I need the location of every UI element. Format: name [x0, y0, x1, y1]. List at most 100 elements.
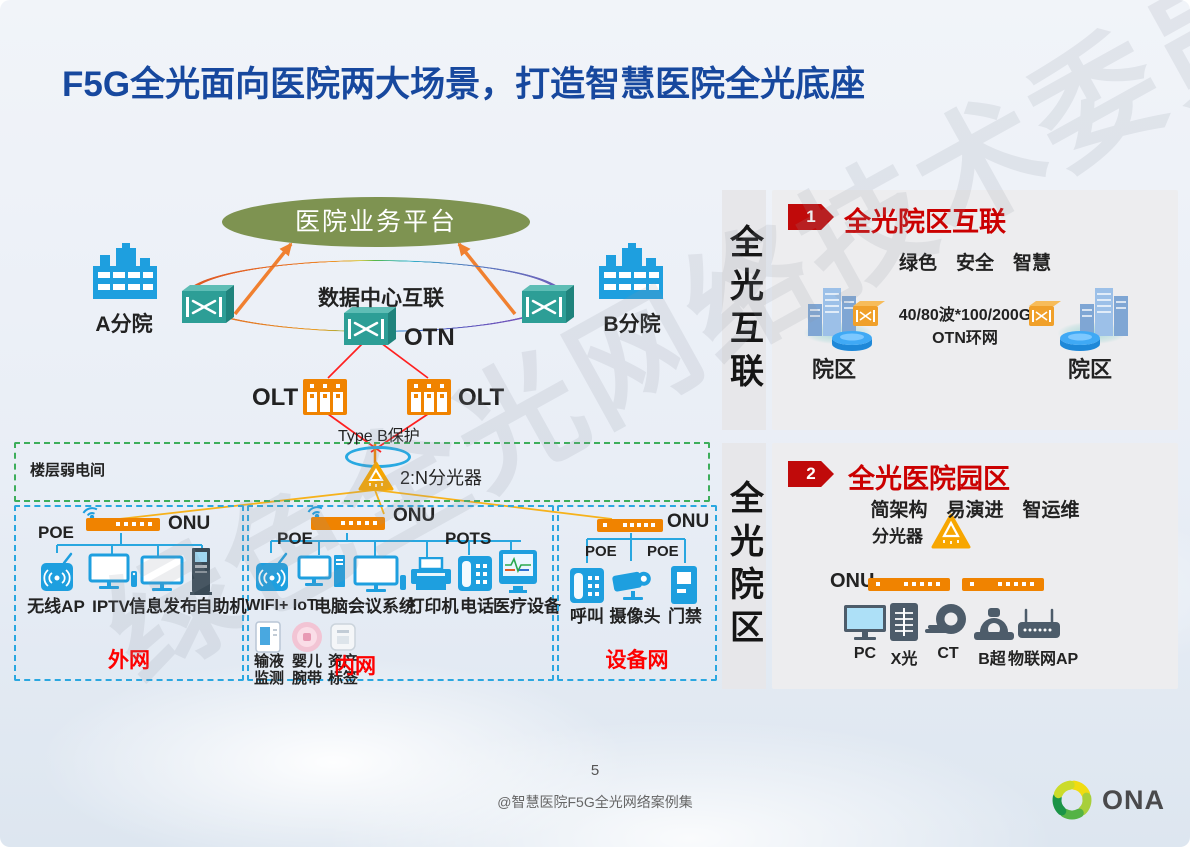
- printer-icon: [411, 557, 451, 590]
- otn-box-icon: [853, 301, 885, 326]
- otn-node-icon: [522, 285, 574, 323]
- panel-interconnect-title: 全光院区互联: [844, 207, 1006, 237]
- panel-interconnect-side-bar: 全光互联: [722, 190, 766, 430]
- poe-label: POE: [647, 543, 679, 560]
- campus-building-icon: [1080, 288, 1128, 336]
- pots-label: POTS: [445, 529, 492, 548]
- pc-icon: [844, 605, 886, 640]
- telephone-icon: [458, 556, 492, 591]
- page-title: F5G全光面向医院两大场景，打造智慧医院全光底座: [62, 65, 866, 104]
- device-label: 会议系统: [348, 597, 416, 616]
- ona-logo: ONA: [1050, 778, 1165, 822]
- call-phone-icon: [570, 568, 604, 603]
- ring-text-2: OTN环网: [932, 330, 998, 347]
- onu-label-small: ONU: [830, 570, 875, 592]
- panel-campus-side-label: 全光院区: [724, 480, 763, 652]
- wifi-iot-ap-icon: [256, 552, 288, 591]
- onu-label: ONU: [667, 511, 710, 532]
- device-label: 电脑: [314, 597, 348, 616]
- ct-scanner-icon: [925, 604, 966, 634]
- floor-room-box: [14, 442, 710, 502]
- iot-ap-icon: [1018, 608, 1060, 638]
- otn-box-icon: [1029, 301, 1061, 326]
- asset-tag-icon: [330, 623, 356, 651]
- splitter-label: 2:N分光器: [400, 468, 483, 488]
- dci-label: 数据中心互联: [318, 287, 444, 310]
- conference-system-icon: [353, 555, 406, 592]
- device-label: X光: [890, 651, 918, 668]
- campus-left-label: 院区: [812, 357, 857, 382]
- branch-a-label: A分院: [95, 313, 153, 336]
- device-label: 自助机: [195, 597, 247, 616]
- ring-text-1: 40/80波*100/200G: [898, 307, 1032, 324]
- poe-label: POE: [585, 543, 617, 560]
- device-label: 信息发布: [129, 597, 197, 616]
- wireless-ap-icon: [41, 552, 73, 591]
- onu-icon: [307, 506, 385, 530]
- network-box-external: POE ONU 无线AP IPTV 信息发布: [14, 505, 247, 681]
- onu-icon: [82, 507, 160, 531]
- camera-icon: [612, 571, 651, 600]
- onu-label: ONU: [168, 513, 211, 534]
- olt-left-label: OLT: [252, 384, 299, 411]
- device-label: PC: [853, 645, 877, 662]
- otn-label: OTN: [404, 324, 455, 351]
- device-label: B超: [978, 651, 1006, 668]
- type-b-label: Type B保护: [338, 428, 420, 445]
- iot-device-label: 资产标签: [327, 653, 358, 688]
- device-label: 医疗设备: [493, 597, 561, 616]
- bus-lines: [586, 533, 686, 563]
- panel-campus-title: 全光医院园区: [848, 464, 1010, 494]
- device-label: 物联网AP: [1008, 651, 1079, 668]
- device-label: 打印机: [407, 597, 459, 616]
- olt-icon: [303, 379, 347, 415]
- iot-device-label: 婴儿腕带: [291, 653, 322, 688]
- panel-campus-keywords: 简架构 易演进 智运维: [870, 500, 1080, 521]
- iptv-icon: [88, 553, 137, 589]
- branch-b-label: B分院: [603, 313, 661, 336]
- device-label: 门禁: [668, 607, 702, 626]
- floor-room-label: 楼层弱电间: [30, 462, 106, 479]
- ona-pinwheel-icon: [1052, 780, 1092, 820]
- hospital-platform-ellipse: 医院业务平台: [222, 197, 530, 247]
- onu-label: ONU: [393, 505, 436, 526]
- splitter-label-small: 分光器: [872, 527, 923, 546]
- footer-caption: @智慧医院F5G全光网络案例集: [497, 794, 693, 810]
- olt-right-label: OLT: [458, 384, 505, 411]
- info-display-icon: [140, 555, 184, 591]
- door-access-icon: [671, 566, 697, 604]
- device-label: CT: [937, 645, 959, 662]
- bus-lines: [270, 533, 521, 557]
- ultrasound-icon: [974, 608, 1014, 640]
- device-label: WIFI+ IoT: [245, 597, 317, 614]
- hospital-building-icon: [599, 243, 663, 299]
- computer-icon: [297, 555, 345, 587]
- panel-interconnect-keywords: 绿色 安全 智慧: [898, 253, 1051, 274]
- bus-lines: [56, 533, 203, 557]
- network-box-device: ONU POE POE 呼叫 摄像头 门禁 设备网: [557, 505, 717, 681]
- page-number: 5: [590, 762, 600, 779]
- device-label: 电话: [460, 597, 494, 616]
- onu-icon: [962, 578, 1044, 591]
- baby-wristband-icon: [292, 622, 322, 652]
- hospital-building-icon: [93, 243, 157, 299]
- onu-icon: [597, 519, 663, 532]
- device-label: 无线AP: [27, 597, 85, 616]
- storage-disc-icon: [1060, 331, 1100, 351]
- network-name-device: 设备网: [605, 649, 669, 672]
- onu-icon: [868, 578, 950, 591]
- device-label: 摄像头: [609, 607, 661, 626]
- storage-disc-icon: [832, 331, 872, 351]
- xray-icon: [890, 603, 918, 641]
- medical-device-icon: [499, 550, 537, 593]
- poe-label: POE: [277, 529, 313, 548]
- infusion-monitor-icon: [255, 621, 281, 653]
- network-box-internal: ONU POE POTS: [245, 505, 561, 687]
- otn-node-icon: [182, 285, 234, 323]
- otn-node-icon: [344, 307, 396, 345]
- poe-label: POE: [38, 523, 74, 542]
- panel-campus: [772, 443, 1178, 689]
- device-label: 呼叫: [570, 607, 604, 626]
- splitter-icon: [358, 461, 394, 491]
